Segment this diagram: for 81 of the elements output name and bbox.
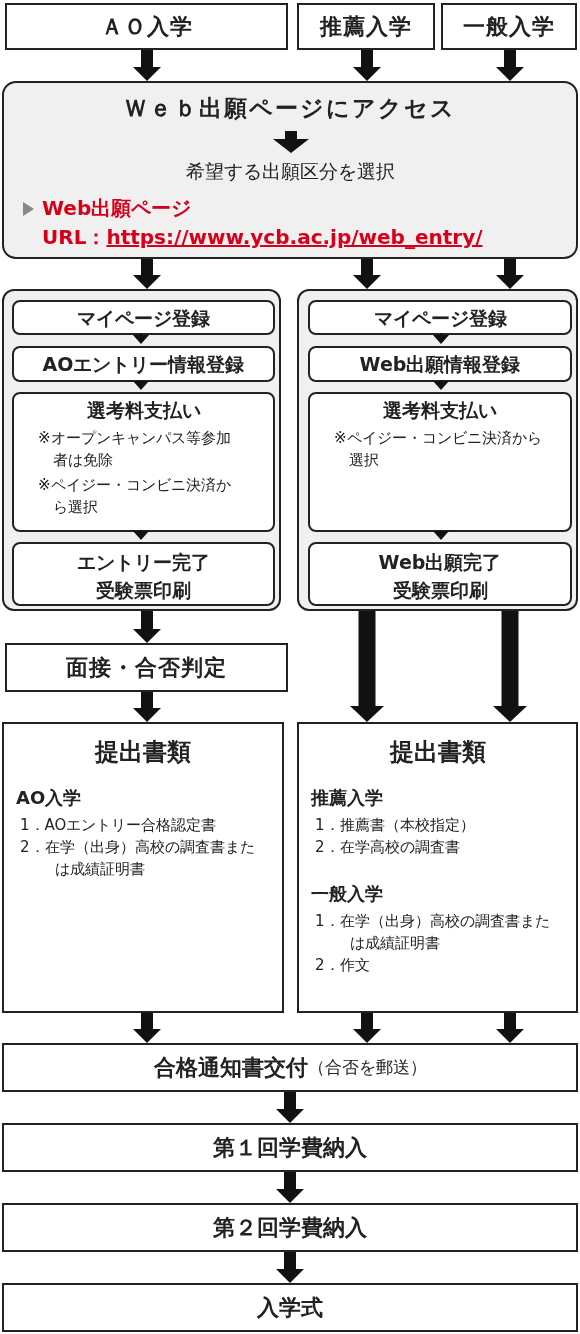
subheading-text: 希望する出願区分を選択 xyxy=(184,159,396,184)
arrow xyxy=(433,529,449,541)
arrow xyxy=(133,259,161,289)
arrow xyxy=(353,50,381,81)
documents-box xyxy=(2,722,284,1013)
access-panel xyxy=(2,81,578,259)
step-box xyxy=(308,542,572,606)
step-label: Web出願情報登録 xyxy=(359,352,521,377)
step-label: 第１回学費納入 xyxy=(213,1133,367,1162)
arrow xyxy=(133,692,161,722)
step-label: ＡＯ入学 xyxy=(100,12,193,41)
step-box xyxy=(2,1043,578,1092)
step-box xyxy=(308,392,572,532)
arrow xyxy=(496,50,524,81)
note-text: （合否を郵送） xyxy=(307,1056,427,1077)
note-text: ※ペイジー・コンビニ決済から選択 xyxy=(38,475,232,518)
step-label: 一般入学 xyxy=(463,12,555,41)
arrow xyxy=(276,1252,304,1283)
group-panel xyxy=(297,289,578,611)
arrow xyxy=(133,1013,161,1043)
arrow xyxy=(433,332,449,345)
step-label: 入学式 xyxy=(257,1293,323,1322)
step-label: 受験票印刷 xyxy=(95,578,192,603)
step-label: マイページ登録 xyxy=(373,305,507,331)
list-item: 2．在学（出身）高校の調査書または成績証明書 xyxy=(20,837,256,880)
subheading-text: 一般入学 xyxy=(311,882,384,906)
note-text: ※オープンキャンパス等参加者は免除 xyxy=(38,428,232,471)
step-label: 第２回学費納入 xyxy=(213,1213,367,1242)
step-label: 受験票印刷 xyxy=(391,578,489,603)
arrow xyxy=(133,529,149,541)
arrow xyxy=(496,1013,524,1043)
arrow xyxy=(496,259,524,289)
step-label: Web出願完了 xyxy=(377,550,503,575)
list-item: 2．作文 xyxy=(315,955,371,976)
arrow xyxy=(133,332,149,345)
step-box xyxy=(2,1123,578,1172)
step-box xyxy=(5,643,288,692)
step-box xyxy=(2,1283,578,1332)
list-item: 2．在学高校の調査書 xyxy=(315,837,461,858)
arrow xyxy=(353,1013,381,1043)
step-box xyxy=(2,1203,578,1252)
note-text: ※ペイジー・コンビニ決済から選択 xyxy=(334,428,542,471)
step-box xyxy=(5,3,288,50)
step-box xyxy=(12,542,275,606)
documents-box xyxy=(297,722,578,1013)
arrow xyxy=(353,259,381,289)
subheading-text: 推薦入学 xyxy=(311,786,384,810)
step-label: マイページ登録 xyxy=(77,305,210,331)
step-label: 合格通知書交付 xyxy=(153,1053,308,1082)
link-label: Web出願ページ xyxy=(42,195,192,222)
step-label: エントリー完了 xyxy=(76,550,211,575)
arrow xyxy=(350,611,384,722)
heading-text: 提出書類 xyxy=(388,737,487,768)
url-label: URL： xyxy=(42,225,107,249)
step-box xyxy=(297,3,435,50)
url-link: https://www.ycb.ac.jp/web_entry/ xyxy=(106,225,483,249)
subheading-text: AO入学 xyxy=(16,786,83,810)
step-label: 選考料支払い xyxy=(85,398,202,423)
step-box xyxy=(12,346,275,382)
step-box xyxy=(12,300,275,335)
step-box xyxy=(441,3,577,50)
step-box xyxy=(308,300,572,335)
arrow xyxy=(433,379,449,391)
arrow xyxy=(276,1092,304,1123)
arrow xyxy=(493,611,527,722)
step-label: 面接・合否判定 xyxy=(66,653,227,682)
step-box xyxy=(308,346,572,382)
arrow xyxy=(133,379,149,391)
list-item: 1．推薦書（本校指定） xyxy=(315,815,476,836)
arrow xyxy=(276,1172,304,1203)
step-label: 推薦入学 xyxy=(320,12,412,41)
heading-text: 提出書類 xyxy=(93,737,192,768)
heading-text: Ｗｅｂ出願ページにアクセス xyxy=(123,94,457,123)
arrow xyxy=(133,50,161,81)
list-item: 1．AOエントリー合格認定書 xyxy=(20,815,218,836)
group-panel xyxy=(2,289,281,611)
list-item: 1．在学（出身）高校の調査書または成績証明書 xyxy=(315,911,550,954)
step-box xyxy=(12,392,275,532)
arrow xyxy=(133,611,161,643)
step-label: 選考料支払い xyxy=(382,398,498,423)
step-label: AOエントリー情報登録 xyxy=(42,352,245,377)
